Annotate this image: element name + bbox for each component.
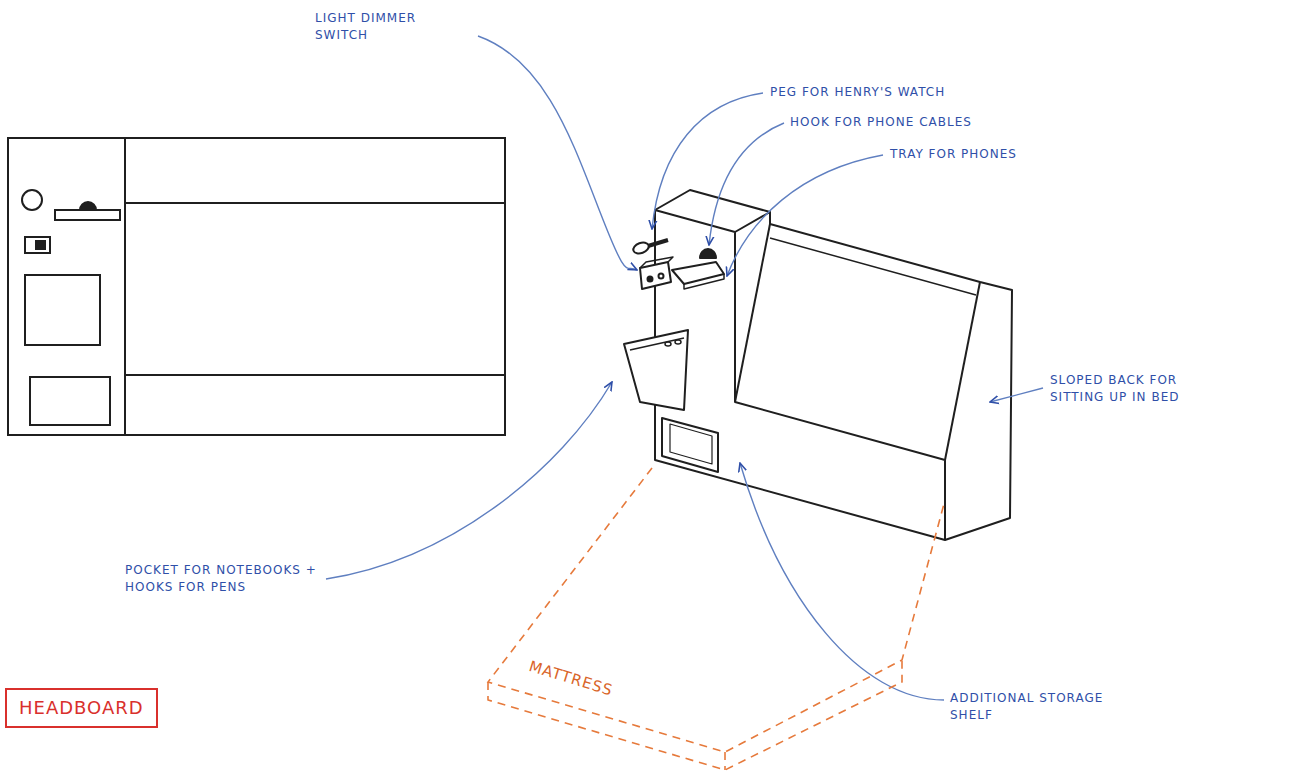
pen-hook	[675, 340, 681, 344]
shelf-symbol	[30, 377, 110, 425]
switch-symbol	[25, 237, 50, 253]
hook-symbol	[80, 202, 96, 210]
column-edge	[769, 212, 771, 224]
column-line	[124, 138, 126, 435]
mattress-label: MATTRESS	[527, 657, 616, 700]
dimmer-switch-top	[640, 257, 673, 268]
mattress-shape	[480, 455, 950, 773]
callout-label: TRAY FOR PHONES	[890, 146, 1017, 163]
callout-label: POCKET FOR NOTEBOOKS + HOOKS FOR PENS	[125, 562, 325, 596]
peg-symbol	[22, 190, 42, 210]
notebook-pocket	[624, 330, 688, 410]
leader-line	[652, 93, 763, 229]
panel-line	[125, 374, 505, 376]
headboard-3d	[624, 190, 1012, 540]
mattress-outline: MATTRESS	[480, 455, 950, 773]
tray-symbol	[55, 210, 120, 220]
switch-dot	[659, 274, 664, 279]
switch-knob	[36, 241, 45, 249]
leader-lines	[326, 36, 1043, 700]
leader-line	[990, 388, 1043, 402]
cable-hook	[700, 249, 716, 258]
slope-edge	[945, 282, 980, 460]
callout-label: SLOPED BACK FOR SITTING UP IN BED	[1050, 372, 1220, 406]
mattress-edge	[724, 752, 726, 770]
storage-shelf	[662, 418, 718, 472]
leader-line	[326, 382, 612, 579]
pocket-symbol	[25, 275, 100, 345]
title-text: HEADBOARD	[19, 697, 144, 718]
front-outline	[8, 138, 505, 435]
side-face	[945, 282, 1012, 540]
mattress-edge	[488, 468, 945, 752]
dimmer-switch	[640, 262, 671, 289]
leader-line	[709, 123, 784, 245]
switch-dot	[648, 277, 653, 282]
column-top	[655, 190, 770, 232]
callout-label: PEG FOR HENRY'S WATCH	[770, 84, 945, 101]
callout-label: LIGHT DIMMER SWITCH	[315, 10, 455, 44]
pocket-rim	[630, 338, 684, 350]
back-rim	[770, 238, 976, 295]
phone-tray-lip	[684, 274, 724, 289]
leader-line	[740, 463, 944, 700]
shelf-inner	[670, 424, 712, 464]
slope-edge	[735, 224, 770, 402]
leader-line	[478, 36, 637, 270]
callout-label: ADDITIONAL STORAGE SHELF	[950, 690, 1128, 724]
title-box: HEADBOARD	[5, 688, 158, 728]
back-top-edge	[770, 224, 980, 282]
leader-line	[727, 155, 883, 276]
callout-label: HOOK FOR PHONE CABLES	[790, 114, 972, 131]
front-view	[8, 138, 505, 435]
pen-hook	[665, 342, 671, 346]
watch-peg-head	[632, 241, 650, 256]
watch-peg	[648, 240, 668, 246]
panel-line	[125, 202, 505, 204]
